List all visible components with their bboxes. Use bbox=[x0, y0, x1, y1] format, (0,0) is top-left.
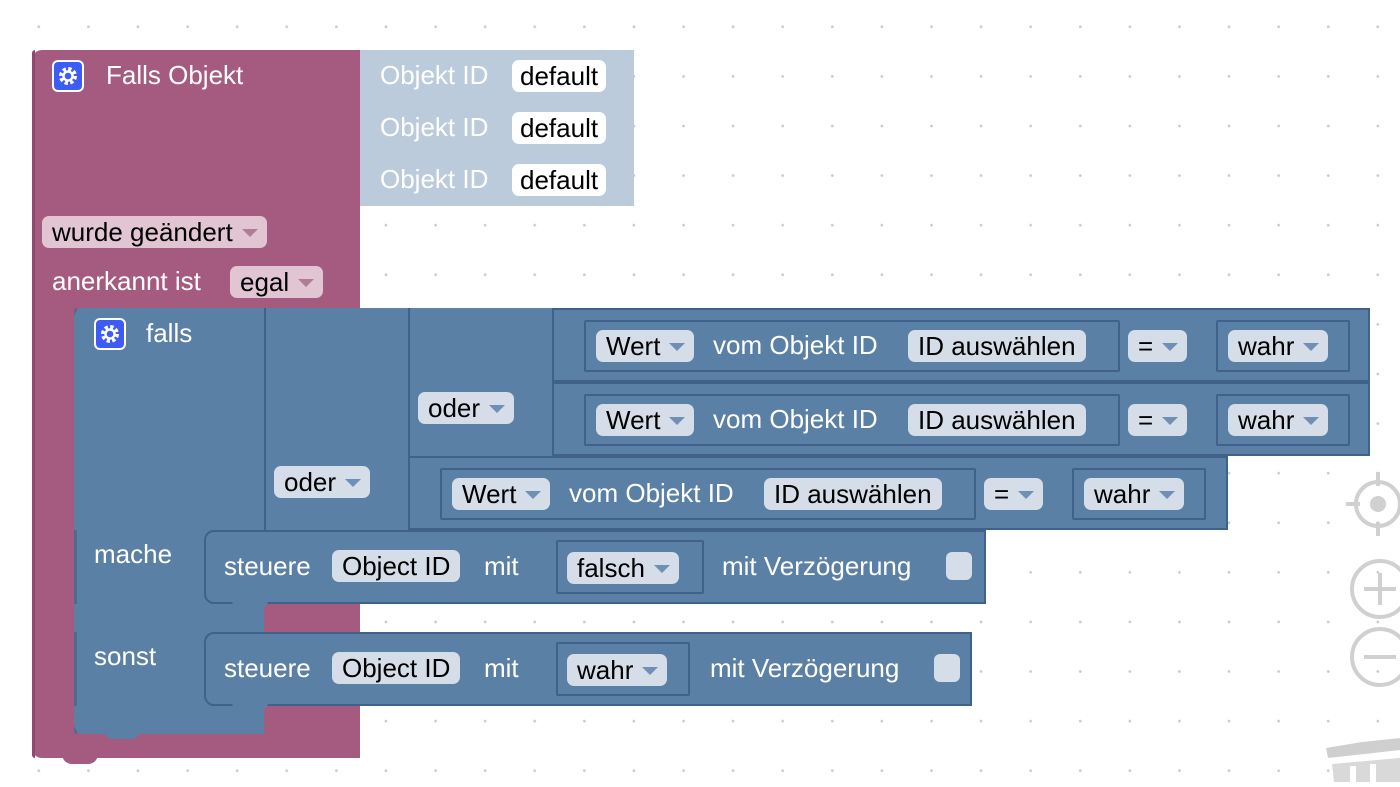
chevron-down-icon bbox=[525, 491, 542, 499]
chevron-down-icon bbox=[489, 405, 506, 413]
if-block-mid-arm bbox=[74, 604, 264, 632]
chevron-down-icon bbox=[1303, 417, 1320, 425]
delay-label: mit Verzögerung bbox=[722, 551, 912, 581]
else-label: sonst bbox=[94, 641, 157, 671]
object-label: vom Objekt ID bbox=[713, 330, 878, 360]
value-type-dropdown[interactable]: Wert bbox=[596, 404, 695, 436]
control-label: steuere bbox=[224, 551, 311, 581]
boolean-block-socket bbox=[556, 540, 704, 594]
control-label: steuere bbox=[224, 653, 311, 683]
trigger-block-edge bbox=[32, 50, 35, 758]
delay-checkbox[interactable] bbox=[946, 552, 972, 580]
chevron-down-icon bbox=[1159, 491, 1176, 499]
chevron-down-icon bbox=[669, 417, 686, 425]
changed-dropdown[interactable]: wurde geändert bbox=[42, 216, 267, 248]
gear-icon[interactable] bbox=[94, 318, 126, 350]
object-select-field[interactable]: ID auswählen bbox=[908, 404, 1086, 436]
chevron-down-icon bbox=[653, 565, 670, 573]
crosshair-icon[interactable] bbox=[1346, 472, 1400, 536]
value-block-socket bbox=[584, 320, 1120, 372]
object-id-label: Objekt ID bbox=[380, 164, 489, 194]
gear-icon[interactable] bbox=[52, 60, 84, 92]
with-label: mit bbox=[484, 653, 519, 683]
or-operator-value: oder bbox=[428, 393, 481, 423]
acknowledged-dropdown[interactable]: egal bbox=[230, 266, 324, 298]
if-block-notch bbox=[104, 730, 140, 739]
boolean-block-socket bbox=[1216, 320, 1350, 372]
chevron-down-icon bbox=[345, 479, 362, 487]
acknowledged-label: anerkannt ist bbox=[52, 266, 201, 296]
boolean-block-socket bbox=[556, 642, 690, 696]
operator-dropdown[interactable]: = bbox=[984, 478, 1044, 510]
boolean-dropdown[interactable]: wahr bbox=[1228, 404, 1329, 436]
boolean-value: wahr bbox=[1238, 331, 1295, 361]
value-type-value: Wert bbox=[606, 405, 661, 435]
boolean-dropdown[interactable]: wahr bbox=[1084, 478, 1185, 510]
object-id-field[interactable]: Object ID bbox=[332, 652, 461, 684]
value-block-socket bbox=[584, 394, 1120, 446]
or-operator-value: oder bbox=[284, 467, 337, 497]
boolean-value: wahr bbox=[577, 655, 634, 685]
zoom-out-icon[interactable] bbox=[1346, 624, 1400, 690]
value-block-socket bbox=[440, 468, 976, 520]
trigger-block-notch bbox=[62, 754, 98, 764]
boolean-dropdown[interactable]: falsch bbox=[567, 552, 679, 584]
operator-value: = bbox=[1138, 331, 1154, 361]
trigger-title: Falls Objekt bbox=[106, 60, 244, 90]
value-type-dropdown[interactable]: Wert bbox=[596, 330, 695, 362]
delay-label: mit Verzögerung bbox=[710, 653, 900, 683]
object-label: vom Objekt ID bbox=[569, 478, 734, 508]
chevron-down-icon bbox=[669, 343, 686, 351]
chevron-down-icon bbox=[1018, 491, 1035, 499]
trash-icon[interactable] bbox=[1322, 736, 1400, 782]
object-id-field[interactable]: Object ID bbox=[332, 550, 461, 582]
boolean-block-socket bbox=[1072, 468, 1206, 520]
or-block-inner-body bbox=[408, 308, 552, 456]
object-select-field[interactable]: ID auswählen bbox=[908, 330, 1086, 362]
changed-dropdown-value: wurde geändert bbox=[52, 217, 233, 247]
with-label: mit bbox=[484, 551, 519, 581]
chevron-down-icon bbox=[1162, 343, 1179, 351]
operator-dropdown[interactable]: = bbox=[1128, 404, 1188, 436]
boolean-dropdown[interactable]: wahr bbox=[567, 654, 668, 686]
value-type-value: Wert bbox=[462, 479, 517, 509]
control-action-notch bbox=[232, 702, 268, 711]
object-label: vom Objekt ID bbox=[713, 404, 878, 434]
object-id-label: Objekt ID bbox=[380, 112, 489, 142]
boolean-dropdown[interactable]: wahr bbox=[1228, 330, 1329, 362]
object-id-label: Objekt ID bbox=[380, 60, 489, 90]
object-select-field[interactable]: ID auswählen bbox=[764, 478, 942, 510]
object-id-field[interactable]: default bbox=[512, 112, 607, 144]
delay-checkbox[interactable] bbox=[934, 654, 960, 682]
if-label: falls bbox=[146, 318, 193, 348]
control-action-notch bbox=[232, 600, 268, 609]
chevron-down-icon bbox=[241, 229, 258, 237]
operator-value: = bbox=[1138, 405, 1154, 435]
zoom-in-icon[interactable] bbox=[1346, 556, 1400, 622]
or-operator-dropdown[interactable]: oder bbox=[274, 466, 371, 498]
boolean-value: wahr bbox=[1094, 479, 1151, 509]
chevron-down-icon bbox=[642, 667, 659, 675]
boolean-value: falsch bbox=[577, 553, 645, 583]
boolean-block-socket bbox=[1216, 394, 1350, 446]
value-type-value: Wert bbox=[606, 331, 661, 361]
object-id-field[interactable]: default bbox=[512, 60, 607, 92]
acknowledged-dropdown-value: egal bbox=[240, 267, 290, 297]
operator-value: = bbox=[994, 479, 1010, 509]
chevron-down-icon bbox=[1162, 417, 1179, 425]
chevron-down-icon bbox=[1303, 343, 1320, 351]
value-type-dropdown[interactable]: Wert bbox=[452, 478, 551, 510]
if-block-footer bbox=[74, 706, 264, 734]
do-label: mache bbox=[94, 539, 173, 569]
operator-dropdown[interactable]: = bbox=[1128, 330, 1188, 362]
chevron-down-icon bbox=[298, 279, 315, 287]
object-id-field[interactable]: default bbox=[512, 164, 607, 196]
boolean-value: wahr bbox=[1238, 405, 1295, 435]
or-operator-dropdown[interactable]: oder bbox=[418, 392, 515, 424]
